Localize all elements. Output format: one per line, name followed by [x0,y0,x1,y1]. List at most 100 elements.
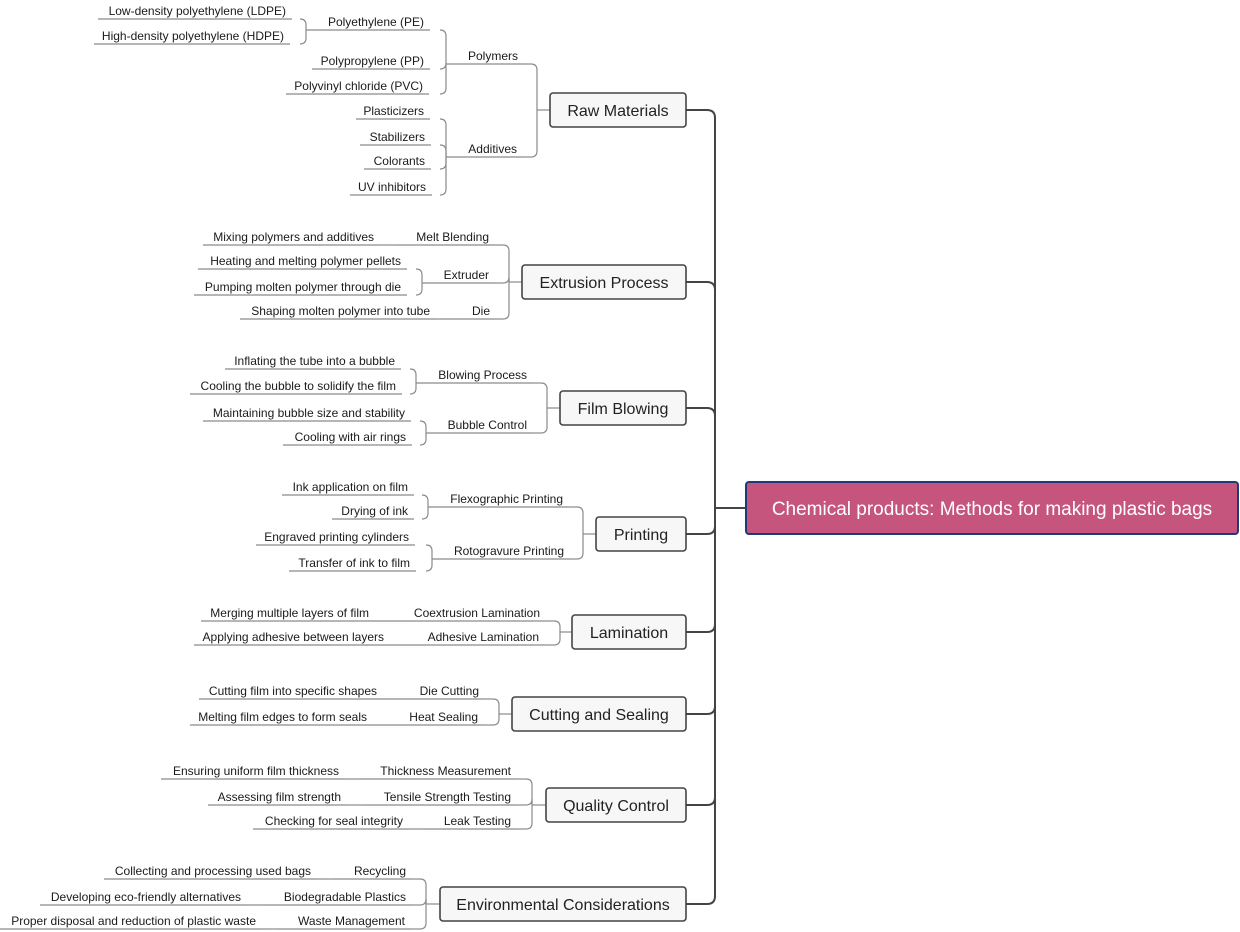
topic-extruder-label: Extruder [444,268,489,282]
leaf-polypropylene-pp[interactable]: Polypropylene (PP) [312,54,430,70]
leaf-drying-of-ink[interactable]: Drying of ink [332,504,414,520]
leaf-polyethylene-pe-bracket-curve [299,18,307,30]
leaf-checking-for-seal-integrity-label: Checking for seal integrity [265,814,403,828]
topic-die-label: Die [472,304,490,318]
leaf-cutting-film-into-specific-shapes[interactable]: Cutting film into specific shapes [199,684,383,700]
topic-melt-blending[interactable]: Melt Blending [395,230,495,246]
leaf-high-density-polyethylene-hdpe[interactable]: High-density polyethylene (HDPE) [94,29,290,45]
leaf-pumping-molten-polymer-through-die[interactable]: Pumping molten polymer through die [194,280,407,296]
root-node[interactable]: Chemical products: Methods for making pl… [745,481,1239,535]
leaf-polyethylene-pe[interactable]: Polyethylene (PE) [307,15,430,31]
topic-rotogravure-printing[interactable]: Rotogravure Printing [433,544,570,560]
leaf-stabilizers[interactable]: Stabilizers [360,130,431,146]
topic-extruder[interactable]: Extruder [423,268,495,284]
leaf-low-density-polyethylene-ldpe[interactable]: Low-density polyethylene (LDPE) [98,4,292,20]
topic-blowing-process-bracket-curve [409,368,417,383]
topic-bubble-control-label: Bubble Control [448,418,527,432]
leaf-plasticizers-label: Plasticizers [363,104,424,118]
branch-extrusion-process[interactable]: Extrusion Process [521,264,687,300]
leaf-assessing-film-strength-label: Assessing film strength [218,790,341,804]
branch-lamination[interactable]: Lamination [571,614,687,650]
leaf-cooling-with-air-rings[interactable]: Cooling with air rings [283,430,412,446]
branch-raw-materials-bracket-curve [530,110,538,158]
topic-flexographic-printing-bracket-curve [421,494,429,507]
leaf-merging-multiple-layers-of-film-label: Merging multiple layers of film [210,606,369,620]
branch-printing[interactable]: Printing [595,516,687,552]
leaf-inflating-the-tube-into-a-bubble-label: Inflating the tube into a bubble [234,354,395,368]
topic-flexographic-printing-label: Flexographic Printing [450,492,563,506]
leaf-merging-multiple-layers-of-film[interactable]: Merging multiple layers of film [201,606,375,622]
nodes: Raw Materials Polymers Polyethylene (PE) Lo… [0,4,687,930]
leaf-maintaining-bubble-size-and-stability-label: Maintaining bubble size and stability [213,406,405,420]
topic-coextrusion-lamination[interactable]: Coextrusion Lamination [394,606,546,622]
leaf-polyvinyl-chloride-pvc-label: Polyvinyl chloride (PVC) [294,79,423,93]
topic-heat-sealing-label: Heat Sealing [409,710,478,724]
branch-quality-control[interactable]: Quality Control [545,787,687,823]
leaf-heating-and-melting-polymer-pellets-label: Heating and melting polymer pellets [210,254,401,268]
topic-bubble-control-bracket-curve [419,433,427,446]
leaf-polyvinyl-chloride-pvc[interactable]: Polyvinyl chloride (PVC) [286,79,429,95]
branch-environmental-considerations-bracket-curve [419,898,427,906]
branch-film-blowing-box [559,390,687,426]
leaf-transfer-of-ink-to-film-label: Transfer of ink to film [298,556,410,570]
branch-cutting-and-sealing-bracket-curve [492,698,500,714]
topic-blowing-process[interactable]: Blowing Process [417,368,533,384]
topic-leak-testing[interactable]: Leak Testing [423,814,517,830]
topic-waste-management[interactable]: Waste Management [277,914,411,930]
branch-printing-bracket-curve [576,534,584,560]
topic-rotogravure-printing-bracket-curve [425,544,433,559]
leaf-inflating-the-tube-into-a-bubble[interactable]: Inflating the tube into a bubble [225,354,401,370]
root-label: Chemical products: Methods for making pl… [772,499,1212,520]
branch-environmental-considerations[interactable]: Environmental Considerations [439,886,687,922]
leaf-polyethylene-pe-bracket-curve [299,30,307,45]
leaf-ensuring-uniform-film-thickness[interactable]: Ensuring uniform film thickness [161,764,345,780]
topic-polymers-bracket-curve [439,62,447,70]
branch-quality-control-box [545,787,687,823]
leaf-colorants[interactable]: Colorants [364,154,431,170]
topic-flexographic-printing[interactable]: Flexographic Printing [429,492,569,508]
leaf-collecting-and-processing-used-bags[interactable]: Collecting and processing used bags [104,864,317,880]
branch-environmental-considerations-bracket-curve [419,878,427,904]
leaf-transfer-of-ink-to-film[interactable]: Transfer of ink to film [289,556,416,572]
topic-die[interactable]: Die [440,304,496,320]
branch-raw-materials[interactable]: Raw Materials [549,92,687,128]
leaf-ink-application-on-film[interactable]: Ink application on film [282,480,414,496]
topic-biodegradable-plastics[interactable]: Biodegradable Plastics [263,890,412,906]
leaf-assessing-film-strength[interactable]: Assessing film strength [208,790,347,806]
leaf-applying-adhesive-between-layers[interactable]: Applying adhesive between layers [194,630,390,646]
leaf-ink-application-on-film-label: Ink application on film [293,480,408,494]
branch-lamination-box [571,614,687,650]
leaf-drying-of-ink-label: Drying of ink [341,504,409,518]
leaf-shaping-molten-polymer-into-tube[interactable]: Shaping molten polymer into tube [240,304,436,320]
leaf-developing-eco-friendly-alternatives[interactable]: Developing eco-friendly alternatives [40,890,247,906]
leaf-proper-disposal-and-reduction-of-plastic-waste[interactable]: Proper disposal and reduction of plastic… [0,914,262,930]
leaf-engraved-printing-cylinders[interactable]: Engraved printing cylinders [256,530,415,546]
topic-heat-sealing[interactable]: Heat Sealing [400,710,484,726]
branch-cutting-and-sealing[interactable]: Cutting and Sealing [511,696,687,732]
topic-adhesive-lamination[interactable]: Adhesive Lamination [394,630,545,646]
leaf-maintaining-bubble-size-and-stability[interactable]: Maintaining bubble size and stability [203,406,411,422]
topic-tensile-strength-testing[interactable]: Tensile Strength Testing [363,790,517,806]
topic-additives[interactable]: Additives [447,142,523,158]
leaf-cooling-the-bubble-to-solidify-the-film[interactable]: Cooling the bubble to solidify the film [190,379,402,395]
topic-die-cutting[interactable]: Die Cutting [400,684,485,700]
leaf-plasticizers[interactable]: Plasticizers [356,104,430,120]
branch-film-blowing-bracket-curve [540,408,548,434]
branch-cutting-and-sealing-connector [686,705,716,715]
topic-polymers-bracket-curve [439,29,447,64]
leaf-stabilizers-label: Stabilizers [370,130,425,144]
branch-lamination-bracket-curve [553,632,561,646]
branch-film-blowing[interactable]: Film Blowing [559,390,687,426]
leaf-heating-and-melting-polymer-pellets[interactable]: Heating and melting polymer pellets [198,254,407,270]
leaf-melting-film-edges-to-form-seals[interactable]: Melting film edges to form seals [190,710,373,726]
topic-recycling[interactable]: Recycling [333,864,412,880]
leaf-uv-inhibitors[interactable]: UV inhibitors [350,180,432,196]
leaf-mixing-polymers-and-additives[interactable]: Mixing polymers and additives [203,230,380,246]
topic-thickness-measurement[interactable]: Thickness Measurement [360,764,517,780]
leaf-checking-for-seal-integrity[interactable]: Checking for seal integrity [253,814,409,830]
branch-printing-box [595,516,687,552]
branch-environmental-considerations-label: Environmental Considerations [456,897,669,914]
topic-bubble-control[interactable]: Bubble Control [427,418,533,434]
topic-polymers[interactable]: Polymers [447,49,524,65]
branch-printing-connector [686,525,716,535]
